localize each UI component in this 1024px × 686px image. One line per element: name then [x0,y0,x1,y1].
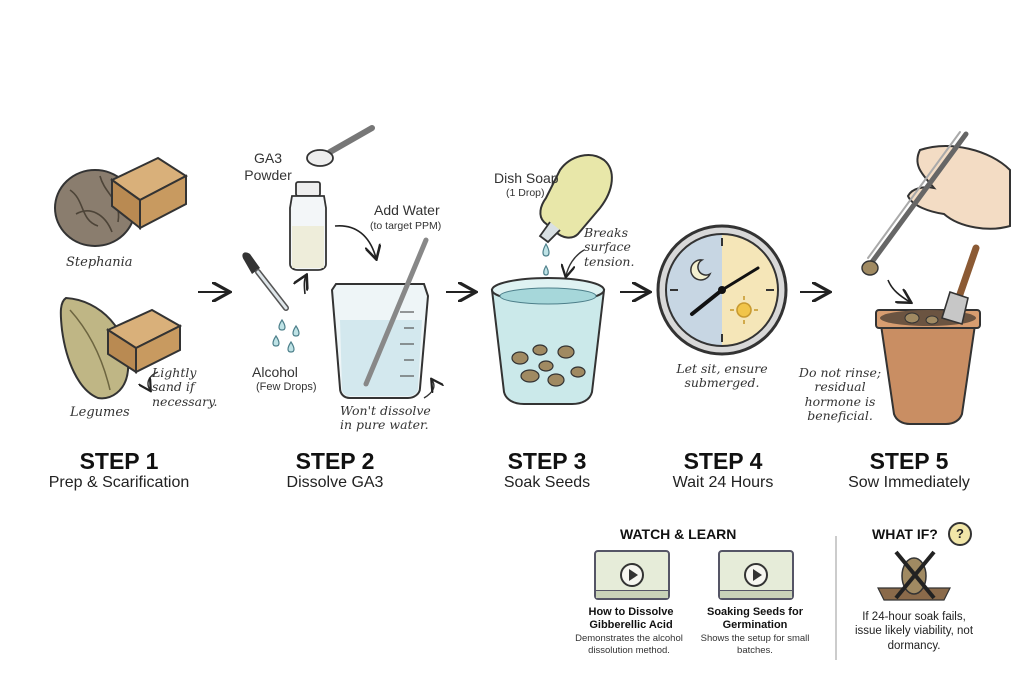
step1-note: Lightly sand if necessary. [152,365,218,409]
trowel-icon [940,244,980,326]
video-progress-bar [720,590,792,598]
soap-bottle-icon [538,154,613,244]
sanding-block-icon [110,156,188,231]
step-2-title: STEP 2 [295,448,375,474]
flower-pot-icon [875,309,981,425]
dish-soap-label: Dish Soap [494,170,559,186]
moon-icon [690,259,712,281]
play-icon[interactable] [620,563,644,587]
step5-note: Do not rinse; residual hormone is benefi… [798,365,882,424]
what-if-text: If 24-hour soak fails, issue likely viab… [854,611,974,652]
note-pointer-arrow [148,371,159,390]
watch-learn-heading: WATCH & LEARN [620,526,737,542]
legumes-label: Legumes [70,405,130,420]
step4-note: Let sit, ensure submerged. [676,361,768,391]
step-2-subtitle: Dissolve GA3 [286,474,384,491]
soaking-cup-icon [490,277,606,405]
alcohol-label: Alcohol [252,364,298,380]
alcohol-drops-icon [272,318,300,353]
video-thumbnail-2[interactable] [718,550,794,600]
play-icon[interactable] [744,563,768,587]
video-1-description: Demonstrates the alcohol dissolution met… [575,633,683,656]
step-1-title: STEP 1 [79,448,159,474]
video-2-description: Shows the setup for small batches. [700,633,810,656]
sanding-block-icon-2 [105,308,183,374]
ga3-powder-label: GA3 Powder [244,150,292,183]
step3-note: Breaks surface tension. [584,225,635,269]
step-3-title: STEP 3 [507,448,587,474]
hand-tweezers-icon [861,131,1011,276]
question-icon: ? [948,522,972,546]
stephania-label: Stephania [66,255,133,270]
video-2-title[interactable]: Soaking Seeds for Germination [707,606,803,632]
dropper-icon [242,252,289,311]
what-if-heading: WHAT IF? [872,526,938,542]
video-progress-bar [596,590,668,598]
video-1-title[interactable]: How to Dissolve Gibberellic Acid [588,606,674,632]
dish-soap-sub-label: (1 Drop) [506,187,545,199]
step-3-subtitle: Soak Seeds [503,474,591,491]
failed-seed-icon [877,550,951,601]
step-1-subtitle: Prep & Scarification [48,474,190,491]
step-4-title: STEP 4 [683,448,763,474]
spoon-icon [306,125,375,167]
add-water-sub-label: (to target PPM) [370,220,442,232]
sun-icon [730,296,758,324]
clock-icon [656,224,788,356]
ga3-bottle-icon [289,181,327,271]
step-5-subtitle: Sow Immediately [848,474,970,491]
add-water-label: Add Water [374,202,440,218]
step-5-title: STEP 5 [869,448,949,474]
step2-note: Won't dissolve in pure water. [340,403,431,433]
step-4-subtitle: Wait 24 Hours [672,474,774,491]
video-thumbnail-1[interactable] [594,550,670,600]
alcohol-sub-label: (Few Drops) [256,381,317,393]
beaker-icon [330,237,430,399]
